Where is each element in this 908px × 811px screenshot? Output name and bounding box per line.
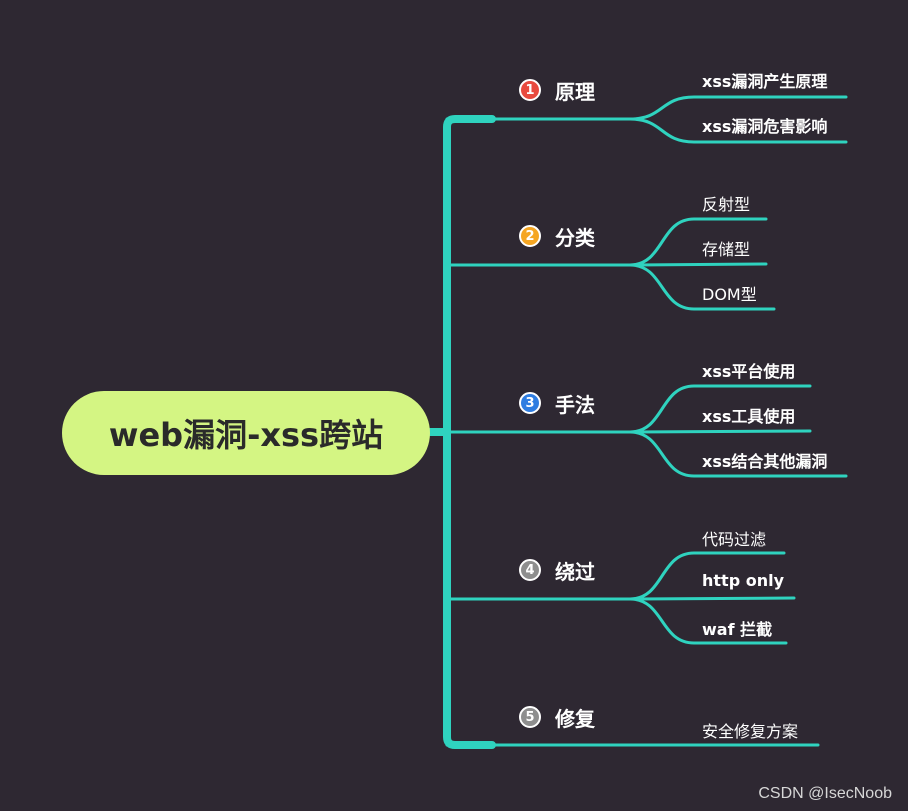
watermark: CSDN @IsecNoob — [758, 785, 892, 802]
branch-2-label: 分类 — [555, 225, 595, 250]
branch-1[interactable]: 1 原理 — [519, 75, 595, 105]
leaf-4-3-connector — [628, 597, 788, 645]
number-2-icon: 2 — [519, 225, 541, 247]
leaf-4-2-connector — [628, 596, 796, 601]
leaf-1-2-connector — [628, 117, 848, 144]
leaf-3-3[interactable]: xss结合其他漏洞 — [702, 452, 828, 471]
branch-5[interactable]: 5 修复 — [519, 702, 595, 732]
central-topic[interactable]: web漏洞-xss跨站 — [62, 391, 430, 475]
branch-1-label: 原理 — [555, 79, 595, 104]
leaf-3-3-connector — [628, 430, 848, 478]
leaf-3-2-connector — [628, 429, 812, 434]
number-1-icon: 1 — [519, 79, 541, 101]
number-5-icon: 5 — [519, 706, 541, 728]
branch-5-label: 修复 — [555, 706, 595, 731]
number-4-icon: 4 — [519, 559, 541, 581]
leaf-2-2[interactable]: 存储型 — [702, 240, 751, 259]
leaf-1-1[interactable]: xss漏洞产生原理 — [702, 72, 828, 91]
leaf-4-1-connector — [628, 551, 786, 601]
leaf-4-2[interactable]: http only — [702, 571, 785, 590]
branch-3-label: 手法 — [555, 392, 595, 417]
leaf-2-1[interactable]: 反射型 — [702, 195, 751, 214]
branch-3[interactable]: 3 手法 — [519, 388, 595, 418]
leaf-4-3[interactable]: waf 拦截 — [702, 620, 773, 639]
leaf-2-2-connector — [628, 262, 768, 267]
leaf-5-1[interactable]: 安全修复方案 — [702, 722, 799, 741]
central-topic-label: web漏洞-xss跨站 — [108, 416, 384, 454]
branch-2[interactable]: 2 分类 — [519, 221, 595, 251]
leaf-3-1[interactable]: xss平台使用 — [702, 362, 796, 381]
branch-4-label: 绕过 — [555, 559, 595, 584]
number-3-icon: 3 — [519, 392, 541, 414]
leaf-3-2[interactable]: xss工具使用 — [702, 407, 796, 426]
leaf-2-1-connector — [628, 217, 768, 267]
leaf-4-1[interactable]: 代码过滤 — [702, 530, 767, 549]
leaf-1-1-connector — [628, 95, 848, 121]
leaf-2-3-connector — [628, 263, 776, 311]
branch-4[interactable]: 4 绕过 — [519, 555, 595, 585]
leaf-1-2[interactable]: xss漏洞危害影响 — [702, 117, 828, 136]
leaf-2-3[interactable]: DOM型 — [702, 285, 757, 304]
leaf-3-1-connector — [628, 384, 812, 434]
